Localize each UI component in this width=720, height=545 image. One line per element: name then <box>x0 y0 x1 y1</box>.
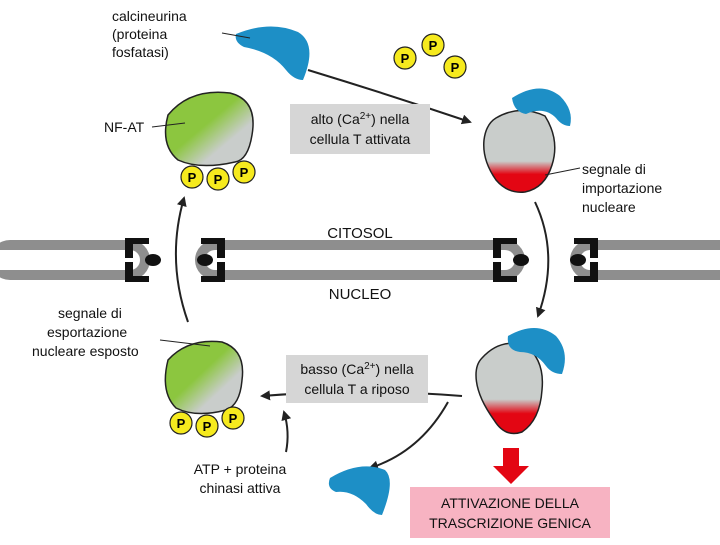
cycle-arrows <box>174 69 550 471</box>
svg-text:P: P <box>203 419 212 434</box>
calcineurin-icon-top <box>235 26 310 80</box>
arrow-calcineurin-release <box>368 401 449 471</box>
released-phosphates: P P P <box>393 33 467 79</box>
import-signal-label: segnale di importazione nucleare <box>582 161 662 215</box>
low-calcium-box: basso (Ca2+) nella cellula T a riposo <box>286 355 428 403</box>
svg-text:segnale di: segnale di <box>582 161 646 177</box>
nuclear-pore-left <box>125 238 225 282</box>
svg-text:ATTIVAZIONE DELLA: ATTIVAZIONE DELLA <box>441 495 580 511</box>
svg-text:P: P <box>188 170 197 185</box>
arrow-top <box>307 69 472 125</box>
svg-text:TRASCRIZIONE GENICA: TRASCRIZIONE GENICA <box>429 515 591 531</box>
nfat-protein-icon <box>483 109 556 193</box>
svg-text:cellula T attivata: cellula T attivata <box>310 131 411 147</box>
high-calcium-box: alto (Ca2+) nella cellula T attivata <box>290 104 430 154</box>
phosphate-icon: P <box>443 55 467 79</box>
svg-text:importazione: importazione <box>582 180 662 196</box>
svg-text:P: P <box>240 165 249 180</box>
calcineurin-icon <box>507 328 565 374</box>
nfat-protein-icon <box>164 340 244 415</box>
phosphate-icon: P <box>221 406 245 430</box>
svg-text:P: P <box>451 60 460 75</box>
svg-text:segnale di: segnale di <box>58 305 122 321</box>
svg-text:P: P <box>214 172 223 187</box>
svg-text:P: P <box>177 416 186 431</box>
activation-arrow-icon <box>493 448 529 484</box>
svg-text:esportazione: esportazione <box>47 324 127 340</box>
nuclear-envelope <box>0 238 720 282</box>
nfat-calcineurin-complex-nucleus <box>475 328 565 435</box>
nfat-leader-line <box>151 122 186 128</box>
membrane-segment-left <box>0 240 150 280</box>
phosphate-icon: P <box>206 167 230 191</box>
nfat-phosphorylated-nucleus: P P P <box>164 340 245 438</box>
svg-text:P: P <box>401 51 410 66</box>
phosphate-icon: P <box>169 411 193 435</box>
svg-text:P: P <box>229 411 238 426</box>
svg-text:alto (Ca2+) nella: alto (Ca2+) nella <box>311 111 410 127</box>
phosphate-icon: P <box>421 33 445 57</box>
nfat-protein-icon <box>475 342 544 435</box>
svg-text:nucleare esposto: nucleare esposto <box>32 343 139 359</box>
arrow-kinase <box>281 410 292 453</box>
svg-text:(proteina: (proteina <box>112 26 167 42</box>
nfat-protein-icon <box>164 91 254 167</box>
calcineurin-icon <box>512 88 571 126</box>
gene-activation-box: ATTIVAZIONE DELLA TRASCRIZIONE GENICA <box>410 487 610 538</box>
membrane-segment-center <box>195 240 525 280</box>
svg-text:ATP + proteina: ATP + proteina <box>194 461 287 477</box>
nfat-phosphorylated-cytosol: P P P <box>164 91 256 191</box>
svg-text:P: P <box>429 38 438 53</box>
phosphate-icon: P <box>180 165 204 189</box>
export-signal-label: segnale di esportazione nucleare esposto <box>32 305 139 359</box>
calcineurin-icon-bottom <box>328 466 390 515</box>
phosphate-icon: P <box>232 160 256 184</box>
svg-text:cellula T a riposo: cellula T a riposo <box>304 381 410 397</box>
svg-text:chinasi attiva: chinasi attiva <box>200 480 281 496</box>
svg-text:calcineurina: calcineurina <box>112 8 187 24</box>
nfat-calcineurin-complex-cytosol <box>483 88 571 193</box>
nfat-label: NF-AT <box>104 119 145 135</box>
arrow-right-down <box>534 201 550 318</box>
membrane-segment-right <box>570 240 720 280</box>
arrow-left-up <box>174 196 189 323</box>
nucleus-label: NUCLEO <box>329 286 392 303</box>
cytosol-label: CITOSOL <box>327 225 393 242</box>
kinase-label: ATP + proteina chinasi attiva <box>194 461 287 496</box>
svg-text:fosfatasi): fosfatasi) <box>112 44 169 60</box>
phosphate-icon: P <box>195 414 219 438</box>
import-signal-leader-line <box>544 167 581 176</box>
nuclear-pore-right <box>493 238 598 282</box>
export-signal-leader-line <box>159 339 211 347</box>
svg-text:nucleare: nucleare <box>582 199 636 215</box>
svg-text:basso (Ca2+) nella: basso (Ca2+) nella <box>300 361 414 377</box>
phosphate-icon: P <box>393 46 417 70</box>
calcineurin-label: calcineurina (proteina fosfatasi) <box>112 8 187 60</box>
calcineurin-leader-line <box>221 32 251 39</box>
